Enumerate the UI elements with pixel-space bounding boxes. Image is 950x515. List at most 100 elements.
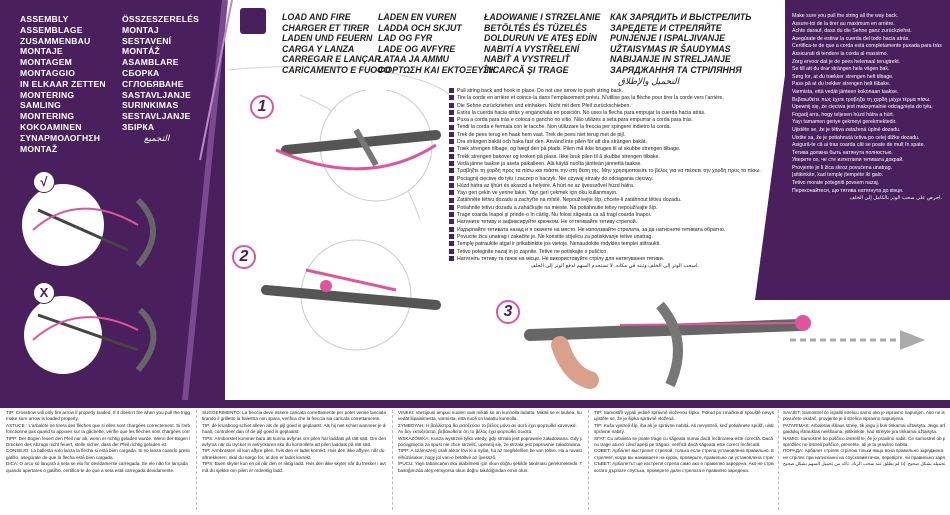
assembly-title: SURINKIMAS [122,100,179,111]
tip-line: ΣΥΜΒΟΥΛΗ: Η βαλλίστρα θα εκτοξεύσει το β… [398,422,577,428]
instruction-line: Tetivo potegnite nazaj in jo zapnite. Te… [449,249,779,256]
bullet-icon [449,226,454,232]
column-divider [588,410,589,510]
safety-line: Uistite sa, že je potiahnutá tetiva po c… [792,134,920,141]
tip-line: стреляет, когда вы нажимаете на курок, п… [594,454,774,460]
bullet-icon [449,161,454,167]
instruction-line: Estira la cuerda hacia atrás y engánchal… [449,110,779,117]
load-fire-title: ŁADOWANIE I STRZELANIE [484,12,601,22]
safety-panel [785,0,950,300]
bullet-icon [449,131,454,137]
tip-line: make sure arrow is loaded properly. [6,416,79,422]
load-fire-title: NABIŤ A VYSTRELIŤ [484,54,570,65]
assembly-title: СГЛОБЯВАНЕ [122,78,184,89]
tip-line: TIPS: Buen skyter kun en pil når den er … [202,461,386,467]
safety-line: Sørg for, at du trækker strengen helt ti… [792,73,894,80]
bullet-icon [449,95,454,101]
safety-instructions: Make sure you pull the string all the wa… [792,13,942,203]
instruction-line: Vedä jänne taakse ja aseta paikalleen. Ä… [449,161,779,168]
safety-line: Переконайтеся, що тятива натягнута до кі… [792,187,904,194]
bullet-icon [449,219,454,225]
correct-mark-icon: √ [33,171,55,193]
tips-column-5: SAVJET: Samostrel će ispaliti strelicu s… [783,410,945,468]
bullet-icon [449,88,454,94]
tip-line: WSKAZÓWKA: Kusza wystrzeli tylko wtedy, … [398,435,582,441]
tip-line: gatillo, asegúrate de que la flecha está… [6,454,114,460]
assembly-title: ASSEMBLY [20,14,69,24]
load-fire-title: ΦΟΡΤΩΣΗ ΚΑΙ ΕΚΤΟΞΕΥΣΗ [378,64,495,75]
load-fire-title: CHARGER ET TIRER [282,22,369,33]
load-fire-title: LADEN UND FEUERN [282,33,373,44]
bullet-icon [449,182,454,188]
tip-line: VINKKI: Varsijousi ampuu nuolen vain mik… [398,410,582,415]
assembly-title: ΣΥΝΑΡΜΟΛΟΓΗΣΗ [20,132,101,143]
instruction-line: Tire la corde en arrière et coince-la da… [449,95,779,102]
bullet-icon [449,168,454,174]
tip-line: TIP: Kuša vystrelí šíp, iba ak je správn… [594,422,774,428]
load-fire-title: LOAD AND FIRE [282,12,351,22]
assembly-title: MONTAJE [20,46,63,57]
assembly-title: MONTAŽ [20,143,58,154]
load-fire-title: CARICAMENTO E FUOCO [282,64,391,75]
tips-column-3: VINKKI: Varsijousi ampuu nuolen vain mik… [398,410,582,474]
tips-column-1: TIP: Crossbow will only fire arrow if pr… [6,410,190,474]
tip-line: DICA: O arco só lançará a seta se ela fo… [6,461,188,467]
tip-line: elhúzásakor, hogy jól van-e betöltve az … [398,454,497,460]
tips-divider-bar [0,400,950,408]
tip-line: TIP: Armbrøsten vil kun affyre pilen, hv… [202,448,386,454]
load-fire-title: LAD OG FYR [378,33,433,44]
safety-line: Βεβαιωθείτε πως έχετε τραβήξει τη χορδή … [792,96,931,103]
bullet-icon [449,234,454,240]
load-fire-title: LADE OG AVFYRE [378,43,456,54]
assembly-title: KOKOAMINEN [20,121,82,132]
tip-line: TIPP: Der Bogen feuert den Pfeil nur ab,… [6,435,190,441]
safety-line: Asegúrate de estirar la cuerda del todo … [792,35,910,42]
load-fire-title: LATAA JA AMMU [378,54,450,65]
tip-line: povučete okidač, provjerite je li streli… [783,416,905,422]
tip-line: fonctionne pas quand tu appuies sur la g… [6,429,190,435]
bullet-icon [449,146,454,152]
safety-line: Make sure you pull the string all the wa… [792,13,899,19]
assembly-title: MONTAGEM [20,57,73,68]
load-fire-title: КАК ЗАРЯДИТЬ И ВЫСТРЕЛИТЬ [610,12,752,22]
load-fire-title: BETÖLTÉS ÉS TÜZELÉS [484,22,587,33]
instruction-line: Натяните тетиву и зафиксируйте крючком. … [449,219,779,226]
safety-line: Тетива должна быть натянута полностью. [792,149,893,156]
assembly-title: IN ELKAAR ZETTEN [20,78,106,89]
bullet-icon [449,190,454,196]
tip-line: SUGGERIMENTO: La freccia deve essere car… [202,410,386,415]
bullet-icon [449,255,454,261]
bullet-icon [449,102,454,108]
tip-line: TIP: de kruisboog schiet alleen als de p… [202,422,386,428]
tip-line: SAVJET: Samostrel će ispaliti strelicu s… [783,410,945,415]
load-fire-title-list-3: ŁADOWANIE I STRZELANIE BETÖLTÉS ÉS TÜZEL… [484,12,600,76]
instruction-line: Pull string back and hook in place. Do n… [449,88,779,95]
tip-line: nu trage atunci când apeşi pe trăgaci, v… [594,442,761,448]
tip-line: aftrækkeren, skal du sørge for, at den e… [202,454,312,460]
bullet-icon [449,197,454,203]
safety-line: Asigură-te că ai tras coarda cât se poat… [792,142,925,149]
tip-line: Αν δεν εκτοξεύεται, βεβαιωθείτε ότι το β… [398,429,533,435]
bullet-icon [449,241,454,247]
load-fire-title: ЗАРЕДЕТЕ И СТРЕЛЯЙТЕ [610,22,722,33]
arrow-path-icon [790,330,925,350]
instruction-line: Tendi la corda e fermala con le tacche. … [449,124,779,131]
assembly-title: MONTERING [20,89,75,100]
tip-line: ПОРАДА: Арбалет стріляє стрілою тільки я… [783,448,945,454]
bullet-icon [449,204,454,210]
safety-line: Provjerite je li žica skroz povučena una… [792,164,893,171]
step-number-3: 3 [496,300,520,324]
tip-line: správne nabitý. [594,429,626,435]
column-divider [778,410,779,510]
load-fire-title: ЗАРЯДЖАННЯ ТА СТРІЛЯННЯ [610,64,742,75]
tip-line: CONSEJO: La ballesta solo lanza la flech… [6,448,190,454]
load-fire-title: NABIJANJE IN STRELJANJE [610,54,731,65]
bullet-icon [449,212,454,218]
tip-line: SFAT: Cu arbaleta se poate trage cu săge… [594,435,774,441]
column-divider [392,410,393,510]
assembly-title-arabic: التجميع [144,132,170,143]
instruction-line: Dra strängen bakåt och haka fast den. An… [449,139,779,146]
bullet-icon [449,153,454,159]
tip-line: haalt, controleer dan of de pijl goed is… [202,429,300,435]
safety-line: Yayı tamamen geriye çekmeyi gerekmektedi… [792,119,897,126]
